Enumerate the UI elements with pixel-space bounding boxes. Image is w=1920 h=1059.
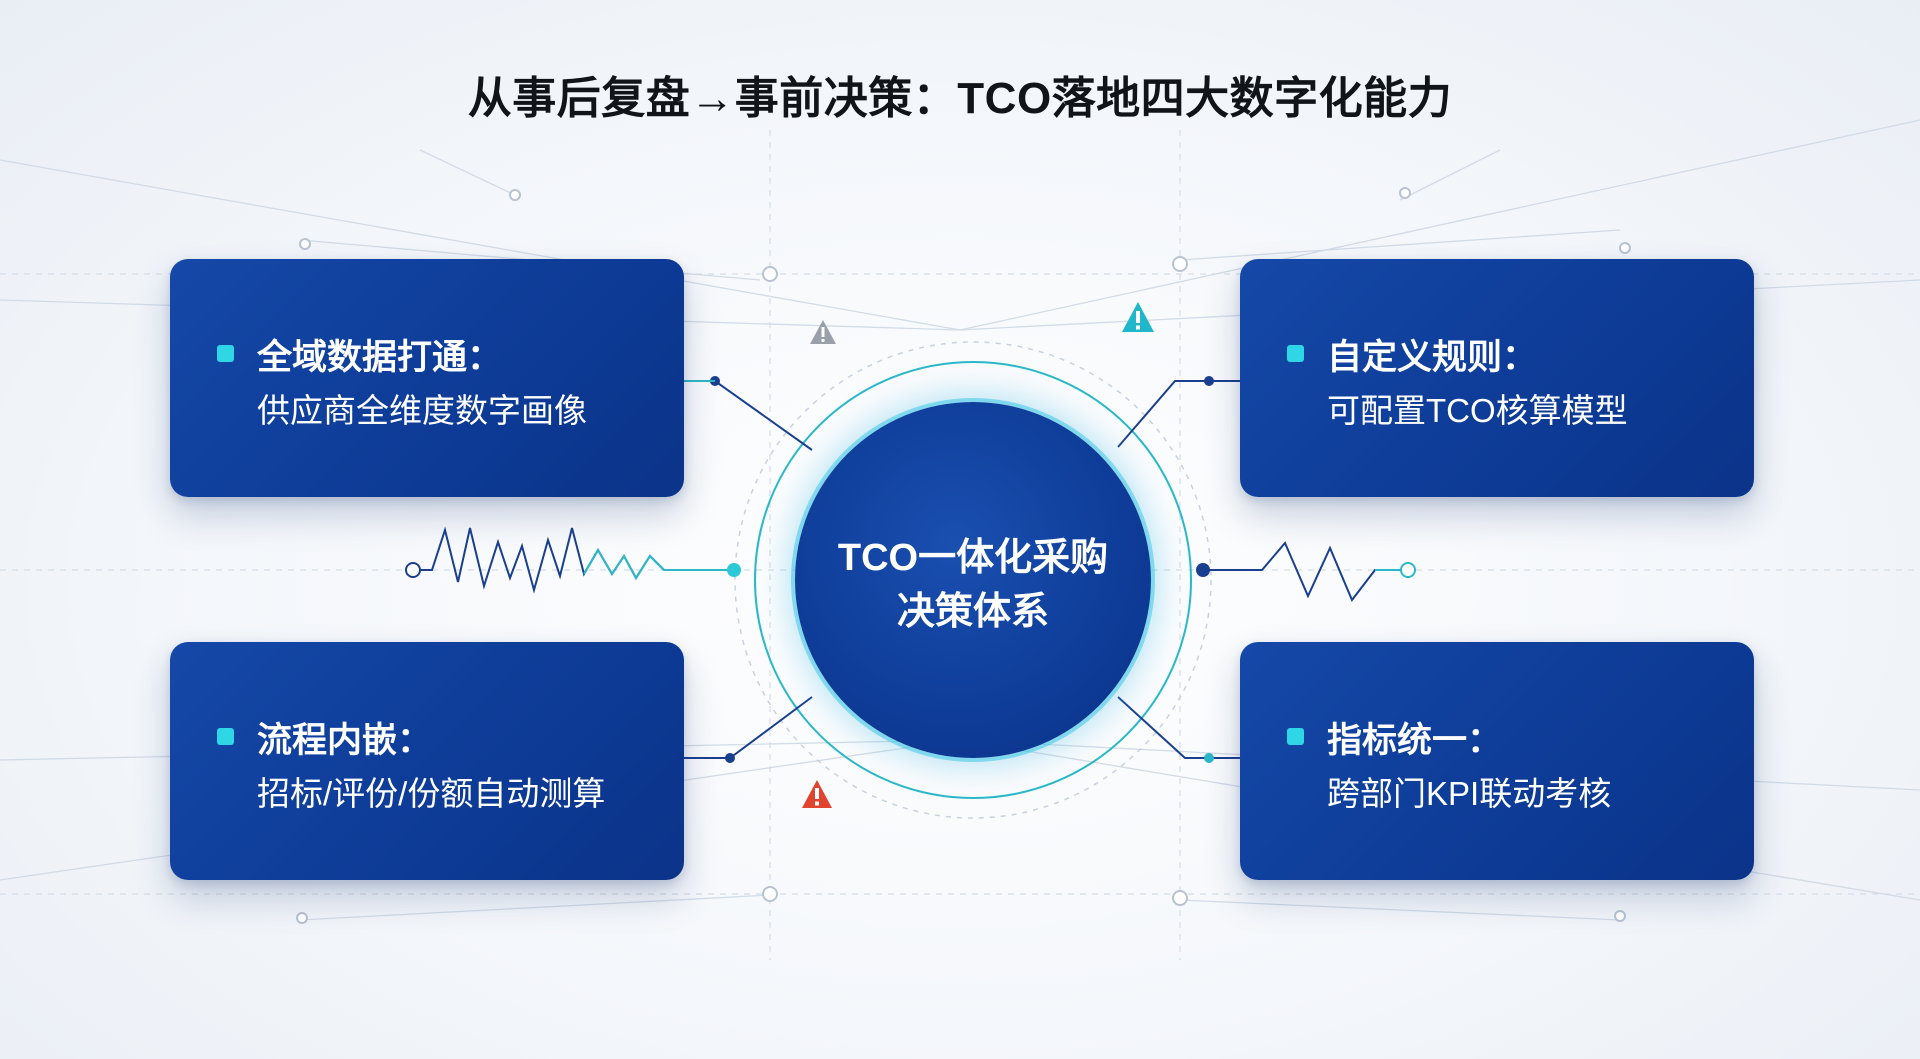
bullet-icon — [217, 728, 234, 745]
bullet-icon — [217, 345, 234, 362]
hub-title-line2: 决策体系 — [896, 591, 1049, 633]
wave-right — [1196, 541, 1416, 602]
page-title: 从事后复盘→事前决策：TCO落地四大数字化能力 — [467, 74, 1453, 123]
connector-bottom-right — [1117, 696, 1240, 759]
card-description: 招标/评份/份额自动测算 — [257, 775, 606, 812]
card-process-embedding: 流程内嵌： 招标/评份/份额自动测算 — [170, 642, 684, 880]
card-custom-rules: 自定义规则： 可配置TCO核算模型 — [1240, 259, 1754, 497]
connector-bottom-left — [684, 696, 813, 759]
card-data-integration: 全域数据打通： 供应商全维度数字画像 — [170, 259, 684, 497]
card-description: 跨部门KPI联动考核 — [1327, 775, 1612, 812]
bullet-icon — [1287, 728, 1304, 745]
connector-top-left — [684, 380, 813, 451]
connector-top-right — [1117, 380, 1240, 448]
warning-icon — [810, 320, 836, 344]
central-hub: TCO一体化采购 决策体系 — [795, 402, 1151, 758]
card-description: 可配置TCO核算模型 — [1327, 392, 1628, 429]
card-title: 全域数据打通： — [257, 338, 503, 377]
card-title: 指标统一： — [1327, 721, 1503, 760]
card-title: 流程内嵌： — [257, 721, 433, 760]
bullet-icon — [1287, 345, 1304, 362]
card-description: 供应商全维度数字画像 — [257, 392, 587, 429]
card-title: 自定义规则： — [1327, 338, 1538, 377]
hub-title-line1: TCO一体化采购 — [837, 537, 1109, 579]
card-unified-metrics: 指标统一： 跨部门KPI联动考核 — [1240, 642, 1754, 880]
warning-icon — [802, 780, 832, 808]
warning-icon — [1122, 302, 1154, 332]
wave-left — [405, 526, 741, 594]
